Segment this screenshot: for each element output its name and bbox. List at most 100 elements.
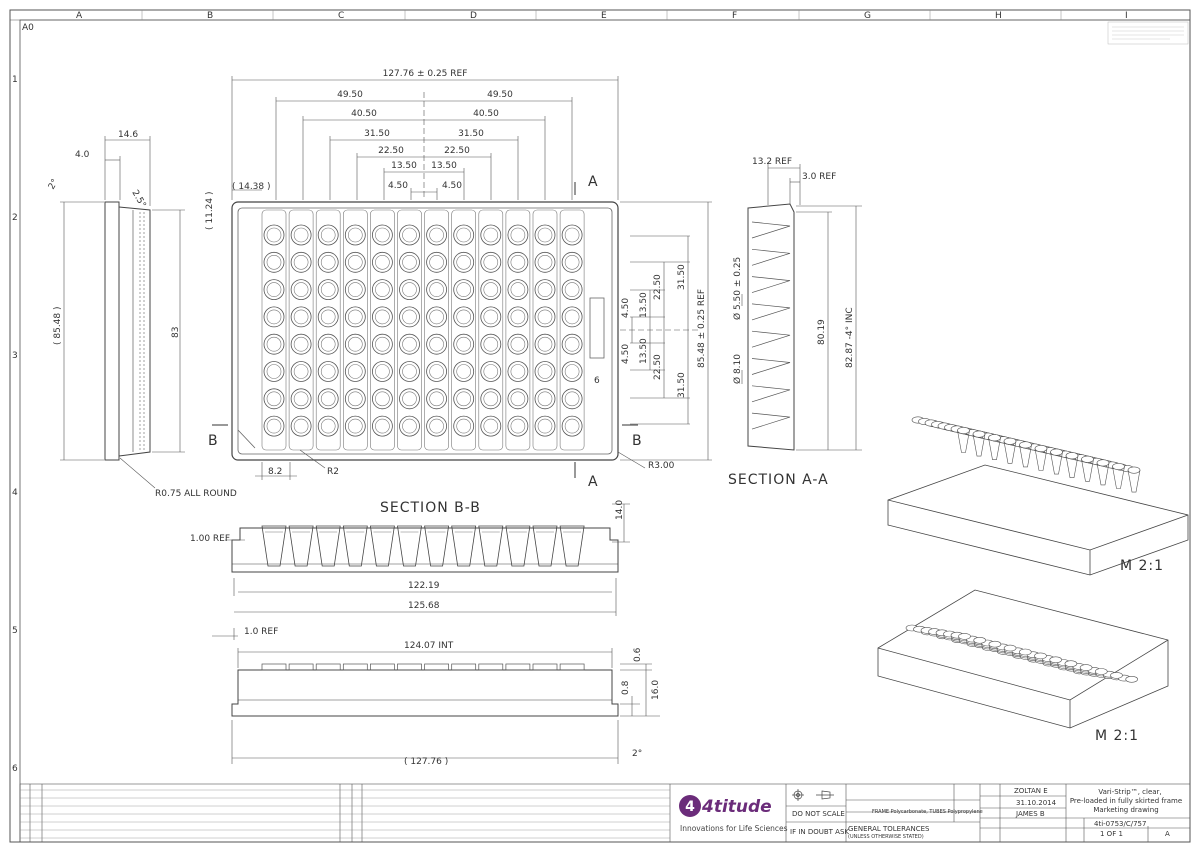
- well: [399, 251, 420, 273]
- row-2: 2: [12, 213, 18, 223]
- well: [426, 361, 448, 382]
- well-inner: [347, 364, 363, 379]
- well: [480, 251, 502, 273]
- dim-v-4-top: 4.50: [621, 298, 631, 318]
- front-cap: [315, 663, 341, 671]
- dim-offset-x: ( 14.38 ): [232, 182, 271, 192]
- drawing-number: 4ti-0753/C/757: [1094, 820, 1146, 828]
- well-inner: [402, 254, 417, 270]
- row-5: 5: [12, 626, 18, 636]
- logo-text: 4titude: [701, 797, 772, 817]
- col-d: D: [470, 11, 477, 21]
- iso2-well: [1019, 648, 1032, 656]
- well: [426, 224, 448, 246]
- well-inner: [456, 336, 472, 352]
- dim-side-angle-2: 2.5°: [129, 189, 147, 210]
- well: [507, 333, 529, 355]
- well: [371, 388, 393, 410]
- title-line-1: Vari-Strip™, clear,: [1098, 788, 1161, 796]
- iso2-well: [1095, 668, 1108, 675]
- well: [426, 279, 448, 301]
- well: [317, 224, 339, 246]
- well-inner: [293, 309, 309, 325]
- well-inner: [564, 309, 580, 325]
- col-h: H: [995, 11, 1002, 21]
- well: [399, 333, 420, 355]
- well: [371, 333, 393, 355]
- dim-49-left: 49.50: [337, 90, 363, 100]
- aa-tube: [751, 303, 791, 321]
- dim-front-angle: 2°: [632, 749, 642, 759]
- well-inner: [402, 336, 417, 352]
- strip-outline: [397, 209, 422, 451]
- iso1-tube-top: [972, 430, 986, 438]
- iso-view-1: [887, 416, 1189, 576]
- bb-tube: [369, 525, 395, 567]
- well-inner: [537, 254, 553, 270]
- dim-4-left: 4.50: [388, 181, 408, 191]
- well: [344, 224, 366, 246]
- dim-side-4: 4.0: [75, 150, 90, 160]
- well: [507, 251, 529, 273]
- well: [561, 388, 583, 410]
- iso2-well: [973, 636, 987, 644]
- well-inner: [293, 336, 309, 352]
- well: [480, 279, 502, 301]
- well: [290, 361, 312, 382]
- aa-tube: [751, 221, 791, 239]
- iso1-tube-body: [1127, 470, 1141, 493]
- well-inner: [483, 282, 499, 297]
- well: [507, 415, 529, 437]
- iso1-tube-top: [1081, 455, 1094, 463]
- bb-tube: [288, 525, 314, 567]
- row-1: 1: [12, 75, 18, 85]
- iso1-tube-top: [1050, 448, 1063, 456]
- dim-4-right: 4.50: [442, 181, 462, 191]
- section-a-bottom: A: [588, 474, 599, 490]
- aa-tube: [751, 358, 791, 375]
- well-inner: [483, 391, 499, 407]
- well: [507, 306, 529, 328]
- well: [263, 279, 285, 301]
- iso1-tube-body: [1003, 441, 1017, 464]
- dim-notch-6: 6: [594, 376, 600, 386]
- row-3: 3: [12, 351, 18, 361]
- col-f: F: [732, 11, 737, 21]
- well-inner: [402, 309, 417, 325]
- well: [317, 361, 339, 382]
- strip-outline: [342, 209, 368, 451]
- well: [453, 306, 475, 328]
- well: [426, 251, 448, 273]
- dim-overall-width: 127.76 ± 0.25 REF: [383, 69, 468, 79]
- well: [480, 415, 502, 437]
- front-cap: [342, 663, 368, 671]
- dim-v-22-bot: 22.50: [653, 354, 663, 380]
- col-b: B: [207, 11, 213, 21]
- strip-outline: [315, 209, 341, 451]
- well: [317, 251, 339, 273]
- bb-tube: [261, 525, 287, 567]
- well-inner: [564, 227, 580, 243]
- well: [399, 388, 420, 410]
- iso1-tube-top: [1112, 462, 1125, 470]
- well: [534, 361, 556, 382]
- front-cap: [532, 663, 558, 671]
- well-inner: [483, 309, 499, 325]
- well-inner: [375, 309, 390, 325]
- dim-front-06: 0.6: [633, 647, 643, 662]
- dim-aa-3: 3.0 REF: [802, 172, 836, 182]
- well-inner: [564, 336, 580, 352]
- aa-tube: [751, 330, 791, 348]
- iso-view-2: [877, 589, 1169, 729]
- well-inner: [266, 391, 282, 407]
- well-inner: [320, 309, 336, 325]
- well-inner: [293, 254, 309, 270]
- strip-outline: [559, 209, 585, 451]
- well: [453, 224, 475, 246]
- strip-outline: [532, 209, 558, 451]
- strip-outline: [370, 209, 395, 451]
- well-inner: [266, 282, 282, 297]
- dim-v-4-bot: 4.50: [621, 344, 631, 364]
- well: [263, 388, 285, 410]
- iso2-well: [1034, 652, 1047, 660]
